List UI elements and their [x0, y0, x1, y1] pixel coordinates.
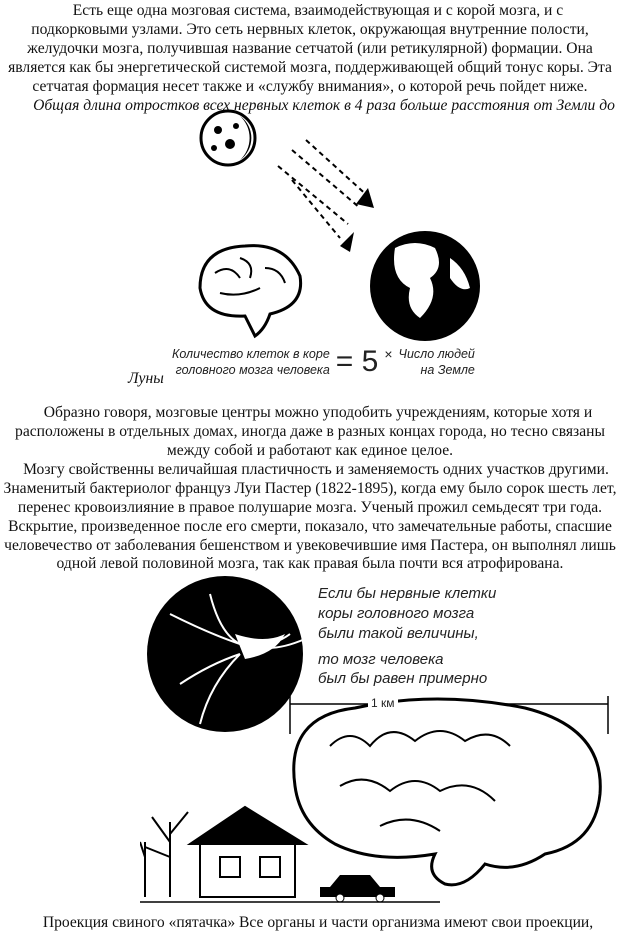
moon-icon: [199, 109, 257, 167]
times-sign: ×: [384, 346, 393, 362]
text-line: Мозгу свойственны величайшая пластичност…: [23, 461, 609, 478]
distance-arrows: [277, 139, 371, 239]
text-line: Есть еще одна мозговая система, взаимоде…: [72, 2, 564, 19]
caption-line: были такой величины,: [318, 625, 479, 642]
text-line: является как бы энергетической системой …: [8, 59, 612, 76]
giant-brain-icon: [292, 697, 602, 887]
text-line: Образно говоря, мозговые центры можно уп…: [43, 404, 593, 421]
text-line: перенес кровоизлияние в правое полушарие…: [17, 499, 603, 516]
caption-neurons: Если бы нервные клетки коры головного мо…: [318, 584, 496, 644]
text-line: Проекция свиного «пятачка» Все органы и …: [42, 914, 594, 931]
text-line: расположены в отдельных домах, иногда да…: [15, 423, 605, 440]
text-line: между собой и работают как единое целое.: [166, 442, 454, 459]
tree-icon: [140, 811, 189, 897]
caption-cells: Количество клеток в коре головного мозга…: [172, 346, 330, 378]
scale-label: 1 км: [368, 696, 398, 710]
text-line: подкорковыми узлами. Это сеть нервных кл…: [31, 21, 589, 38]
brain-icon: [198, 244, 303, 339]
caption-line: Количество клеток в коре: [172, 347, 330, 361]
earth-icon: [370, 231, 480, 341]
caption-people: Число людей на Земле: [399, 346, 475, 378]
caption-line: Число людей: [398, 347, 475, 361]
neuron-circle-icon: [147, 576, 306, 732]
caption-line: на Земле: [420, 363, 475, 377]
text-line: Вскрытие, произведенное после его смерти…: [8, 518, 612, 535]
italic-line: Общая длина отростков всех нервных клето…: [33, 97, 615, 114]
text-line: желудочки мозга, получившая название сет…: [27, 40, 593, 57]
caption-line: был бы равен примерно: [318, 670, 488, 687]
moon-earth-illustration: [198, 109, 480, 341]
arrow-head: [340, 232, 354, 252]
text-line: одной левой половиной мозга, так как пра…: [56, 555, 564, 572]
italic-tail: Луны: [128, 370, 164, 387]
text-line: Знаменитый бактериолог француз Луи Пасте…: [3, 480, 617, 497]
caption-brain-size: то мозг человека был бы равен примерно: [318, 650, 487, 688]
house-icon: [186, 805, 309, 898]
caption-line: то мозг человека: [318, 651, 444, 668]
equals-five: = 5: [335, 345, 379, 378]
car-icon: [320, 875, 395, 903]
cells-equation: Количество клеток в коре головного мозга…: [172, 346, 475, 378]
caption-line: Если бы нервные клетки: [318, 585, 497, 602]
caption-line: головного мозга человека: [175, 363, 330, 377]
arrow-head: [356, 188, 374, 208]
text-line: человечество от заболевания бешенством и…: [4, 537, 616, 554]
brain-scale-illustration: [140, 576, 609, 903]
text-line: сетчатая формация несет также и «службу …: [32, 78, 588, 95]
caption-line: коры головного мозга: [318, 605, 475, 622]
